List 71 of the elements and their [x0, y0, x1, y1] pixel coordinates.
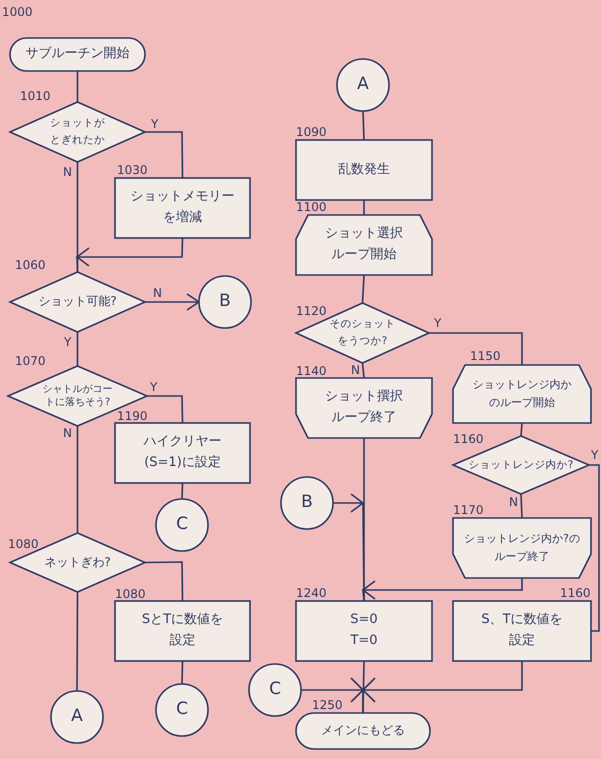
line-number: 1080: [8, 538, 39, 550]
connector-line: [147, 395, 184, 424]
connector-circle: B: [199, 276, 251, 328]
connector-circle: C: [156, 499, 208, 551]
connector-line: [76, 332, 78, 366]
line-number: 1090: [296, 126, 327, 138]
arrow: [145, 293, 200, 311]
connector-circle: C: [249, 664, 301, 716]
process-box: ショットメモリーを増減: [115, 178, 250, 238]
loop-start-box: ショット選択ループ開始: [296, 215, 432, 275]
connector-line: [589, 464, 600, 632]
arrow: [362, 578, 523, 602]
line-number: 1070: [15, 355, 46, 367]
connector-line: [363, 200, 365, 215]
connector-line: [520, 494, 523, 518]
edge-label: N: [152, 287, 163, 299]
line-number: 1150: [470, 350, 501, 362]
connector-circle: C: [156, 684, 208, 736]
connector-line: [76, 592, 78, 691]
connector-line: [145, 131, 184, 178]
edge-label: N: [508, 496, 519, 508]
edge-label: Y: [150, 118, 160, 130]
edge-label: Y: [590, 449, 600, 461]
process-box: S、Tに数値を設定: [453, 601, 591, 661]
terminal-box: サブルーチン開始: [10, 38, 145, 71]
connector-line: [181, 482, 184, 500]
line-number: 1100: [296, 201, 327, 213]
line-number: 1010: [20, 90, 51, 102]
connector-line: [362, 110, 365, 140]
connector-line: [362, 274, 365, 304]
connector-line: [76, 71, 78, 102]
connector-line: [144, 561, 184, 602]
terminal-box: メインにもどる: [296, 713, 430, 749]
connector-circle: A: [337, 59, 389, 111]
edge-label: Y: [63, 336, 72, 348]
edge-label: N: [62, 427, 73, 439]
line-number: 1140: [296, 365, 327, 377]
line-number: 1060: [15, 259, 46, 271]
line-number: 1160: [560, 587, 591, 599]
connector-line: [362, 362, 365, 378]
connector-line: [429, 332, 523, 365]
edge-label: N: [350, 364, 361, 376]
decision-diamond: ショット可能?: [10, 272, 145, 332]
arrow: [333, 493, 365, 601]
decision-diamond: ショットがとぎれたか: [10, 102, 145, 162]
edge-label: N: [62, 166, 73, 178]
connector-line: [520, 422, 523, 436]
line-number: 1240: [296, 587, 327, 599]
line-number: 1000: [2, 6, 33, 18]
line-number: 1250: [312, 699, 343, 711]
connector-line: [362, 661, 523, 713]
connector-line: [76, 162, 78, 272]
edge-label: Y: [149, 381, 158, 393]
line-number: 1120: [296, 305, 327, 317]
connector-circle: B: [281, 477, 333, 529]
loop-end-box: ショットレンジ内か?のループ終了: [453, 518, 591, 578]
process-box: S=0 T=0: [296, 601, 432, 661]
process-box: SとTに数値を設定: [115, 601, 250, 661]
edge-label: Y: [433, 317, 442, 329]
line-number: 1030: [117, 164, 148, 176]
process-box: 乱数発生: [296, 140, 432, 200]
process-box: ハイクリヤー(S=1)に設定: [115, 423, 250, 483]
line-number: 1160: [453, 433, 484, 445]
loop-end-box: ショット撰択ループ終了: [296, 378, 432, 438]
connector-line: [76, 426, 78, 533]
line-number: 1170: [453, 504, 484, 516]
loop-start-box: ショットレンジ内かのループ開始: [453, 365, 591, 423]
connector-line: [181, 660, 184, 684]
line-number: 1190: [117, 410, 148, 422]
arrow: [76, 238, 184, 272]
connector-circle: A: [51, 691, 103, 743]
